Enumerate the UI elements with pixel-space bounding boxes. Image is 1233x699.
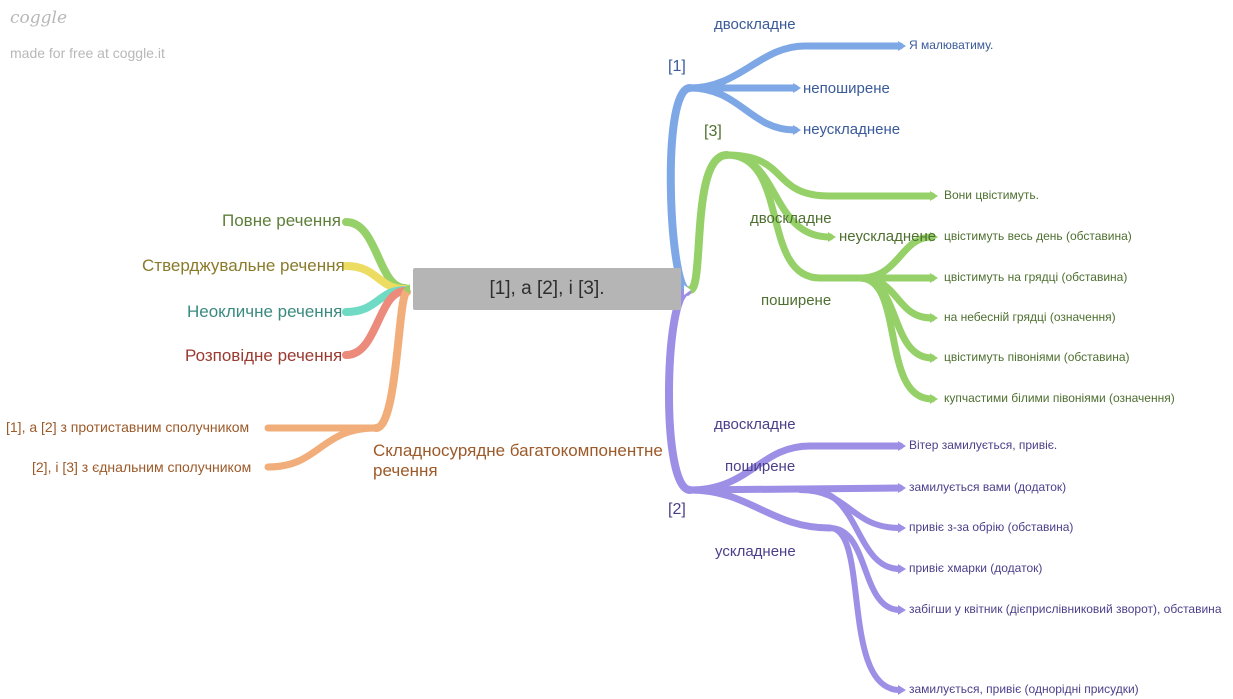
- arrowhead: [898, 605, 906, 615]
- node-neoklychne[interactable]: Неокличне речення: [187, 302, 343, 321]
- arrowhead: [684, 285, 691, 295]
- node-b3-leaf-6[interactable]: купчастими білими півоніями (означення): [944, 391, 1175, 405]
- node-rozpovidne[interactable]: Розповідне речення: [185, 346, 343, 365]
- node-b1-neuskladnene[interactable]: неускладнене: [803, 121, 901, 138]
- node-b1-dvoskladne[interactable]: двоскладне: [714, 16, 796, 33]
- branch-b1: [666, 84, 694, 294]
- node-b3-neuskladnene[interactable]: неускладнене: [839, 228, 937, 245]
- arrowhead: [930, 232, 938, 242]
- node-b2-dvoskladne[interactable]: двоскладне: [714, 416, 796, 433]
- branch-skladnosuriadne: [372, 288, 411, 432]
- node-b2-leaf-4[interactable]: привіє хмарки (додаток): [909, 561, 1043, 575]
- arrowhead: [930, 191, 938, 201]
- arrowhead: [930, 273, 938, 283]
- node-b2-leaf-1[interactable]: Вітер замилується, привіє.: [909, 438, 1058, 452]
- branch-stverdzhuvalne: [342, 262, 409, 293]
- branch-b2-leaf-4: [807, 487, 903, 572]
- arrowhead: [898, 441, 906, 451]
- branch-b2-zamyluietsia: [686, 484, 904, 494]
- arrowhead: [898, 523, 906, 533]
- branch-complex-child-2: [264, 424, 380, 471]
- node-b1-leaf[interactable]: Я малюватиму.: [909, 38, 994, 52]
- node-complex-child-1[interactable]: [1], а [2] з протиставним сполучником: [6, 419, 250, 435]
- coggle-credit[interactable]: made for free at coggle.it: [10, 45, 165, 61]
- node-b3-leaf-4[interactable]: на небесній грядці (означення): [944, 310, 1116, 324]
- branch-b3-leaf-6: [856, 274, 936, 403]
- node-b3[interactable]: [3]: [704, 123, 722, 140]
- branch-b2-uskladnene: [686, 486, 834, 532]
- node-b2-leaf-2[interactable]: замилується вами (додаток): [909, 480, 1067, 494]
- arrowhead: [898, 564, 906, 574]
- node-stverdzhuvalne[interactable]: Стверджувальне речення: [142, 256, 345, 275]
- node-b1-neposhyrene[interactable]: непоширене: [803, 80, 890, 97]
- node-b1[interactable]: [1]: [668, 58, 686, 75]
- branch-b1-neuskladnene: [686, 84, 799, 134]
- node-b2[interactable]: [2]: [668, 501, 686, 518]
- node-b2-leaf-3[interactable]: привіє з-за обрію (обставина): [909, 520, 1074, 534]
- node-b2-leaf-6[interactable]: замилується, привіє (однорідні присудки): [909, 682, 1139, 696]
- arrowhead: [930, 353, 938, 363]
- node-b3-leaf-5[interactable]: цвістимуть півоніями (обставина): [944, 350, 1130, 364]
- branch-rozpovidne: [342, 287, 409, 359]
- node-b2-uskladnene[interactable]: ускладнене: [715, 543, 796, 560]
- arrowhead: [828, 232, 836, 242]
- node-b2-leaf-5[interactable]: забігши у квітник (дієприслівниковий зво…: [909, 602, 1222, 616]
- arrowhead: [930, 394, 938, 404]
- node-b3-poshyrene[interactable]: поширене: [761, 292, 832, 309]
- node-b3-leaf-1[interactable]: Вони цвістимуть.: [944, 188, 1039, 202]
- arrowhead: [793, 83, 801, 93]
- branch-b2-leaf-6: [827, 525, 903, 693]
- node-b3-leaf-2[interactable]: цвістимуть весь день (обставина): [944, 229, 1132, 243]
- central-node[interactable]: [1], а [2], і [3].: [413, 268, 681, 310]
- arrowhead: [793, 125, 801, 135]
- arrowhead: [403, 284, 410, 294]
- branch-b3-poshyrene: [723, 151, 864, 282]
- arrowhead: [898, 685, 906, 695]
- arrowhead: [898, 483, 906, 493]
- node-complex-child-2[interactable]: [2], і [3] з єднальним сполучником: [32, 459, 252, 475]
- arrowhead: [898, 41, 906, 51]
- branch-b3: [686, 151, 731, 294]
- coggle-logo[interactable]: coggle: [10, 8, 68, 28]
- arrowhead: [930, 313, 938, 323]
- node-b2-poshyrene[interactable]: поширене: [725, 458, 796, 475]
- node-povne[interactable]: Повне речення: [222, 211, 341, 230]
- node-b3-leaf-3[interactable]: цвістимуть на грядці (обставина): [944, 270, 1128, 284]
- node-b3-dvoskladne[interactable]: двоскладне: [750, 210, 832, 227]
- node-skladnosuriadne[interactable]: Складносурядне багатокомпонентне речення: [373, 441, 663, 481]
